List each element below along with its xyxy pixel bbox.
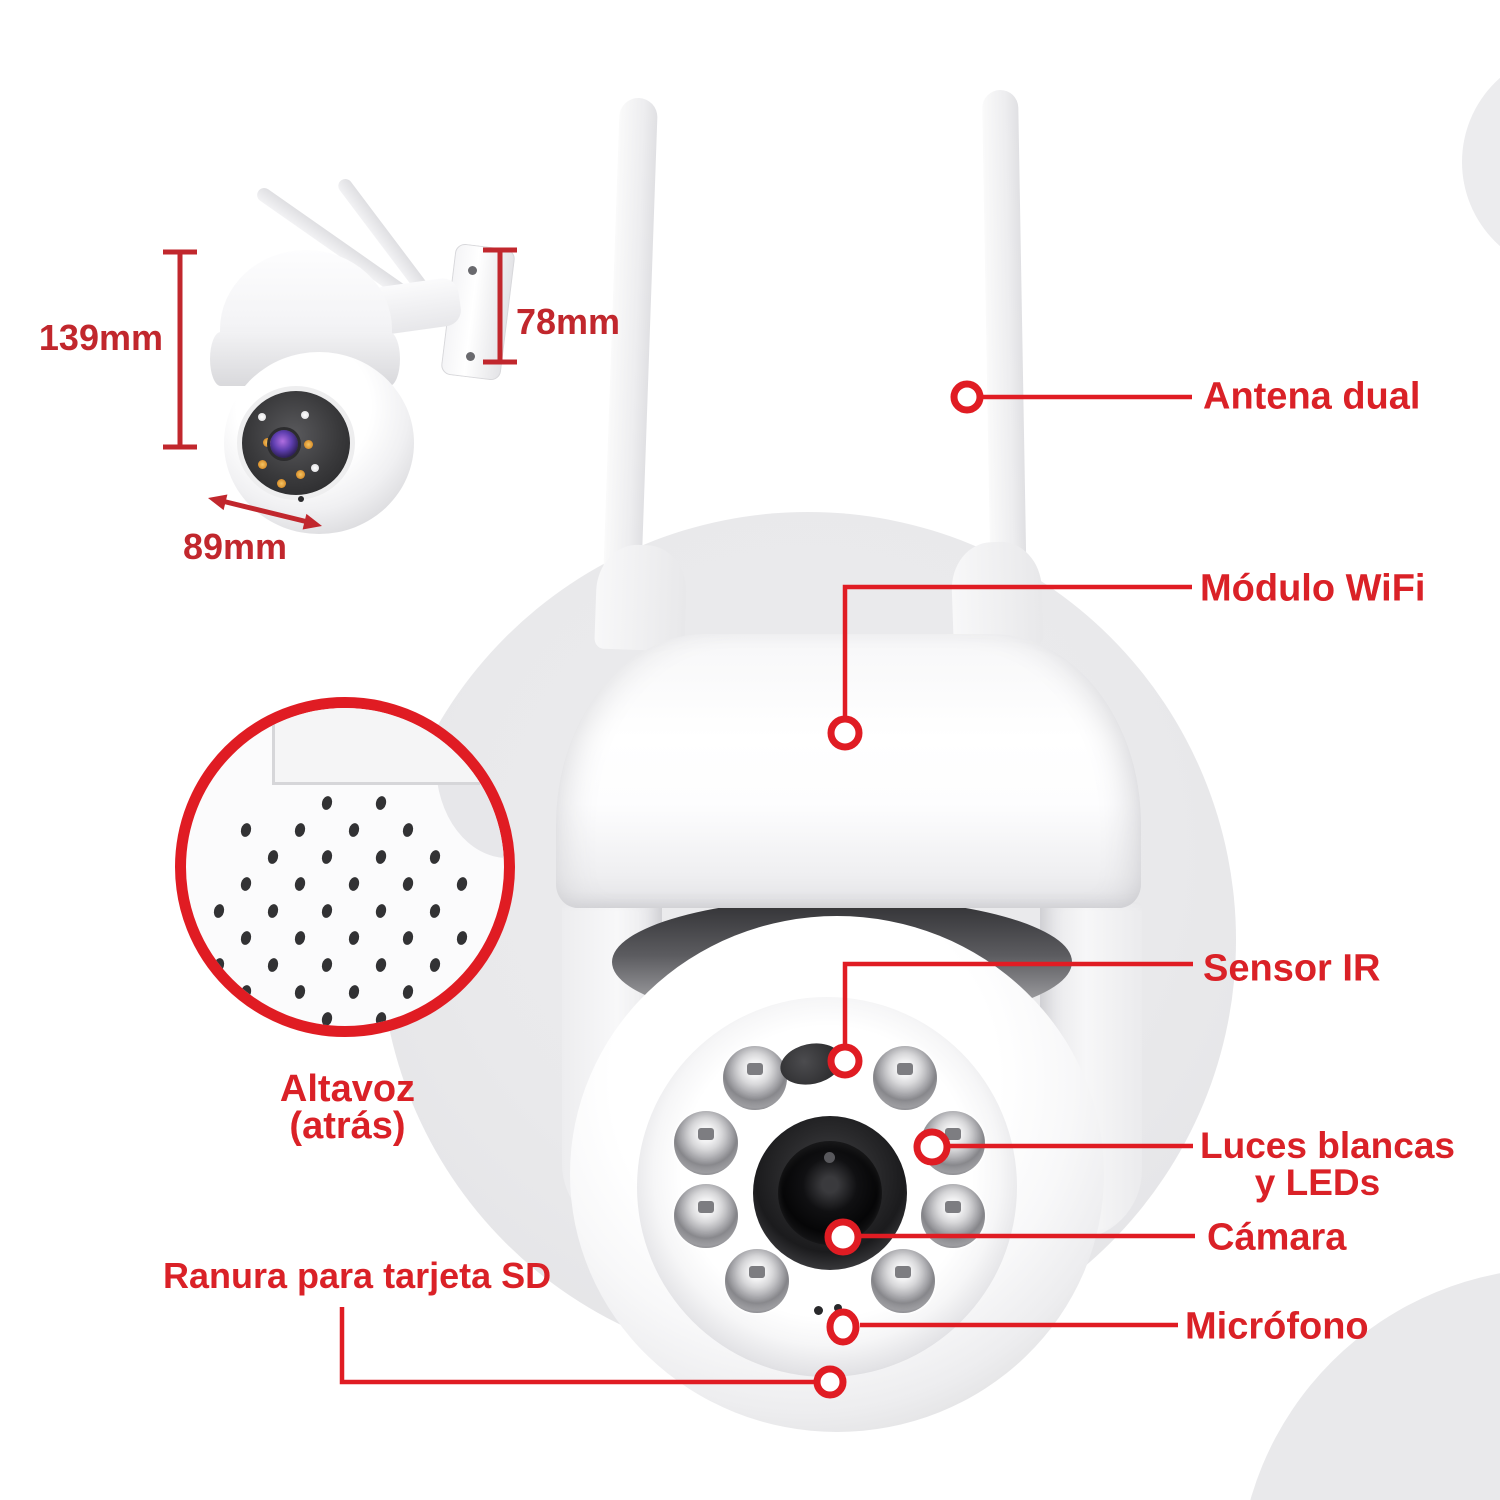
led-light-icon xyxy=(921,1184,985,1248)
led-light-icon xyxy=(921,1111,985,1175)
lens-highlight xyxy=(824,1152,835,1163)
speaker-hole xyxy=(347,821,361,839)
thumbnail-screw-icon xyxy=(468,266,477,275)
speaker-hole xyxy=(320,1010,334,1026)
speaker-hole xyxy=(266,1010,280,1026)
speaker-hole xyxy=(266,848,280,866)
label-139mm: 139mm xyxy=(38,317,163,358)
speaker-hole xyxy=(428,956,442,974)
speaker-hole xyxy=(401,875,415,893)
label-antena-dual: Antena dual xyxy=(1203,375,1421,418)
antenna-base-left xyxy=(594,543,688,652)
led-light-icon xyxy=(871,1249,935,1313)
speaker-hole xyxy=(347,875,361,893)
speaker-hole xyxy=(374,848,388,866)
label-89mm: 89mm xyxy=(183,526,288,567)
led-light-icon xyxy=(723,1046,787,1110)
label-modulo-wifi: Módulo WiFi xyxy=(1200,567,1426,610)
speaker-hole xyxy=(239,875,253,893)
thumbnail-ir-led-icon xyxy=(277,479,286,488)
thumbnail-mic-hole xyxy=(298,496,304,502)
thumbnail-white-led-icon xyxy=(301,411,309,419)
label-altavoz-line1: Altavoz xyxy=(279,1068,416,1110)
label-ranura-sd: Ranura para tarjeta SD xyxy=(163,1255,552,1296)
speaker-hole xyxy=(374,1010,388,1026)
thumbnail-white-led-icon xyxy=(311,464,319,472)
speaker-hole xyxy=(293,821,307,839)
antenna-base-right xyxy=(950,540,1044,649)
speaker-hole xyxy=(347,929,361,947)
led-light-icon xyxy=(674,1111,738,1175)
mic-hole xyxy=(834,1304,842,1312)
speaker-hole xyxy=(428,848,442,866)
speaker-housing-edge xyxy=(272,708,480,785)
thumbnail-lens-icon xyxy=(270,430,298,458)
speaker-hole xyxy=(455,929,469,947)
speaker-hole xyxy=(455,875,469,893)
speaker-hole xyxy=(239,983,253,1001)
led-light-icon xyxy=(873,1046,937,1110)
thumbnail-screw-icon xyxy=(466,352,475,361)
speaker-hole xyxy=(428,902,442,920)
thumbnail-ir-led-icon xyxy=(258,460,267,469)
speaker-hole xyxy=(320,902,334,920)
speaker-hole xyxy=(212,902,226,920)
led-light-icon xyxy=(725,1249,789,1313)
label-sensor-ir: Sensor IR xyxy=(1203,947,1381,990)
speaker-hole xyxy=(374,902,388,920)
mic-hole xyxy=(814,1306,823,1315)
thumbnail-white-led-icon xyxy=(258,413,266,421)
label-camara: Cámara xyxy=(1207,1216,1347,1259)
antenna-right xyxy=(982,89,1027,571)
corner-decoration xyxy=(1238,1268,1500,1500)
thumbnail-ir-led-icon xyxy=(304,440,313,449)
speaker-hole xyxy=(293,983,307,1001)
speaker-hole xyxy=(266,902,280,920)
label-luces: Luces blancas y LEDs xyxy=(1200,1125,1456,1203)
speaker-hole xyxy=(293,929,307,947)
speaker-hole xyxy=(266,956,280,974)
thumbnail-ir-led-icon xyxy=(296,470,305,479)
label-altavoz: Altavoz (atrás) xyxy=(230,1068,465,1147)
speaker-zoom-circle xyxy=(175,697,515,1037)
speaker-hole xyxy=(212,956,226,974)
label-luces-line1: Luces blancas xyxy=(1200,1125,1456,1166)
speaker-hole xyxy=(320,848,334,866)
speaker-hole xyxy=(320,956,334,974)
speaker-hole xyxy=(239,929,253,947)
top-right-decoration xyxy=(1462,50,1500,274)
label-78mm: 78mm xyxy=(516,301,621,342)
arrow-head-icon xyxy=(208,494,228,511)
speaker-hole xyxy=(239,821,253,839)
led-light-icon xyxy=(674,1184,738,1248)
speaker-hole xyxy=(374,794,388,812)
label-altavoz-line2: (atrás) xyxy=(289,1105,406,1147)
speaker-hole xyxy=(401,929,415,947)
speaker-hole xyxy=(401,821,415,839)
camera-head-housing xyxy=(556,634,1141,908)
label-luces-line2: y LEDs xyxy=(1254,1162,1381,1203)
dimension-line-139mm xyxy=(163,249,197,450)
thumbnail-ir-led-icon xyxy=(263,438,272,447)
speaker-hole xyxy=(347,983,361,1001)
speaker-hole xyxy=(401,983,415,1001)
speaker-hole xyxy=(320,794,334,812)
label-microfono: Micrófono xyxy=(1185,1305,1369,1348)
speaker-hole xyxy=(293,875,307,893)
speaker-hole xyxy=(374,956,388,974)
antena-ring-icon xyxy=(950,380,984,414)
